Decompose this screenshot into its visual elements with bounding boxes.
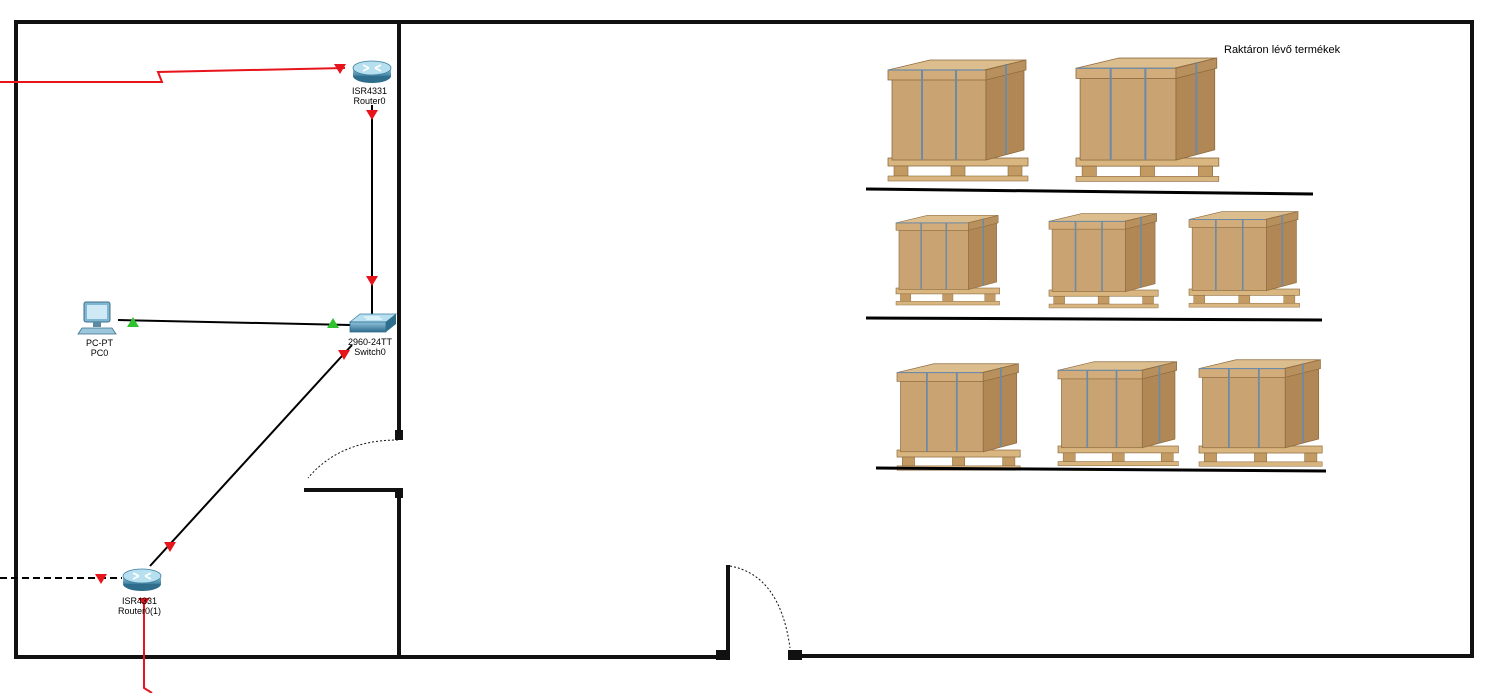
pallet-box-icon: [896, 362, 1022, 472]
storage-note[interactable]: Raktáron lévő termékek: [1224, 44, 1341, 56]
serial-link-router0[interactable]: [0, 67, 346, 83]
router-icon: [352, 60, 392, 84]
pallet-box-icon: [1074, 57, 1220, 183]
pc0[interactable]: [77, 301, 117, 335]
router0-model: ISR4331: [352, 86, 388, 96]
link-status-down-icon: [366, 276, 378, 286]
pallet-box-icon: [887, 59, 1029, 182]
pc0-model: PC-PT: [86, 338, 113, 348]
pallet-box-icon: [1198, 358, 1324, 468]
switch0-label: 2960-24TT Switch0: [348, 337, 392, 357]
serial-link-router0-1-bottom[interactable]: [143, 600, 153, 693]
shelf-line: [865, 187, 1314, 196]
switch0-name: Switch0: [354, 347, 386, 357]
router0-1-model: ISR4331: [122, 596, 158, 606]
switch-icon: [348, 313, 398, 333]
shelf-row-2: [865, 210, 1323, 322]
pc0-label: PC-PT PC0: [86, 338, 113, 358]
shelf-row-1: [865, 57, 1314, 196]
router0-label: ISR4331 Router0: [352, 86, 387, 106]
link-status-down-icon: [164, 542, 176, 552]
pc0-name: PC0: [90, 348, 109, 358]
link-status-up-icon: [327, 318, 339, 328]
shelf-row-3: [875, 358, 1327, 473]
router0-1-label: ISR4331 Router0(1): [118, 596, 161, 616]
wall-posts: [395, 430, 802, 660]
door-swing-left: [307, 439, 399, 479]
link-status-down-icon: [334, 64, 346, 74]
router0-1-name: Router0(1): [118, 606, 162, 616]
link-status-down-icon: [95, 574, 107, 584]
pallet-box-icon: [895, 214, 1001, 306]
link-status-down-icon: [366, 110, 378, 120]
router0[interactable]: [352, 60, 392, 84]
router0-name: Router0: [353, 96, 386, 106]
router-icon: [122, 568, 162, 592]
building-walls: [14, 20, 1474, 659]
link-status-up-icon: [127, 317, 139, 327]
switch0[interactable]: [348, 313, 398, 333]
storage-area: [865, 57, 1327, 473]
link-status-down-icon: [138, 598, 150, 606]
pc-icon: [77, 301, 117, 335]
pallet-box-icon: [1048, 212, 1159, 309]
switch0-model: 2960-24TT: [348, 337, 393, 347]
ethernet-link-switch0-router0-1[interactable]: [149, 344, 353, 567]
door-swing-bottom: [729, 565, 791, 649]
shelf-line: [865, 316, 1323, 322]
pallet-box-icon: [1057, 360, 1180, 467]
shelf-line: [875, 466, 1327, 473]
router0-1[interactable]: [122, 568, 162, 592]
link-status-down-icon: [338, 350, 350, 360]
pallet-box-icon: [1188, 210, 1301, 308]
ethernet-link-pc0-switch0[interactable]: [117, 319, 351, 326]
